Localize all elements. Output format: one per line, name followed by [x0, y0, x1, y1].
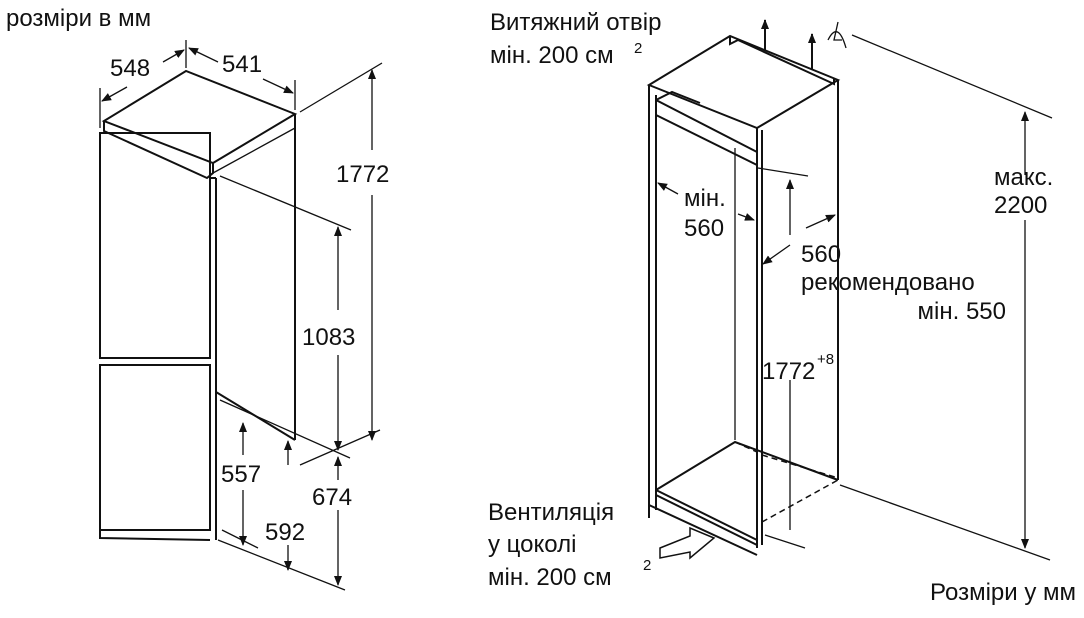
vent-top-line2: мін. 200 см — [490, 42, 614, 69]
niche-height: 1772 — [762, 358, 815, 385]
vent-bottom-line1: Вентиляція — [488, 499, 614, 526]
dim-upper-door: 1083 — [302, 324, 355, 351]
min-width-line2: 560 — [684, 215, 724, 242]
depth-line1: 560 — [801, 241, 841, 268]
min-width-line1: мін. — [684, 185, 726, 212]
max-line1: макс. — [994, 164, 1053, 191]
niche-drawing — [646, 34, 841, 556]
dim-depth: 548 — [110, 55, 150, 82]
dim-lower-a: 557 — [221, 461, 261, 488]
niche-dimensions — [657, 19, 1053, 561]
depth-line3: мін. 550 — [918, 298, 1006, 325]
air-in-arrow-icon — [659, 526, 716, 560]
vent-top-sup: 2 — [634, 40, 642, 57]
vent-bottom-line2: у цоколі — [488, 531, 576, 558]
fridge-dimensions — [99, 40, 383, 591]
dim-height: 1772 — [336, 161, 389, 188]
vent-top-line1: Витяжний отвір — [490, 9, 661, 36]
niche-height-tolerance: +8 — [817, 351, 834, 368]
vent-bottom-line3: мін. 200 см — [488, 564, 612, 591]
dim-lower-total: 674 — [312, 484, 352, 511]
dim-width: 541 — [222, 51, 262, 78]
vent-bottom-sup: 2 — [643, 557, 651, 574]
max-height-symbol-icon — [827, 21, 847, 49]
depth-line2: рекомендовано — [801, 269, 975, 296]
dim-lower-b: 592 — [265, 519, 305, 546]
left-units-caption: розміри в мм — [6, 5, 151, 32]
fridge-drawing — [99, 69, 298, 541]
max-line2: 2200 — [994, 192, 1047, 219]
right-units-caption: Розміри у мм — [930, 579, 1076, 606]
